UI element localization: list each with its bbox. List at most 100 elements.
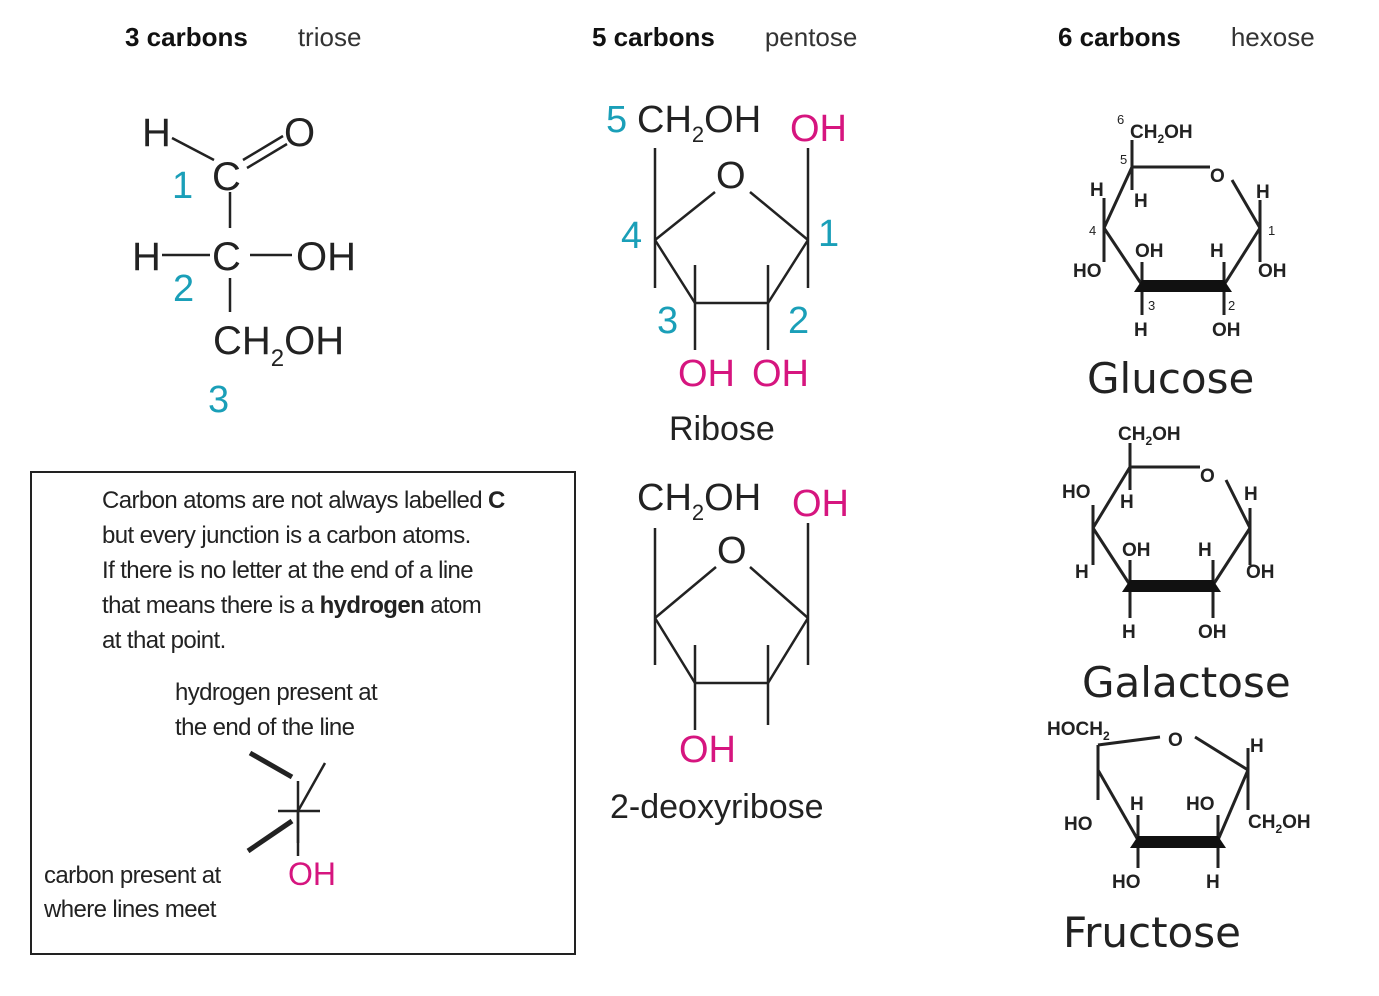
triose-num-3: 3 [208, 379, 229, 421]
triose-o: O [284, 111, 315, 155]
header-triose-count: 3 carbons [125, 22, 248, 52]
callout-hydrogen-line-2: the end of the line [175, 714, 355, 741]
note-illustration: hydrogen present at the end of the line … [43, 679, 379, 923]
header-triose-name: triose [297, 22, 362, 52]
deoxyribose-name: 2-deoxyribose [610, 788, 824, 826]
fructose-ring-o: O [1168, 730, 1183, 751]
callout-carbon-line-1: carbon present at [44, 862, 222, 889]
deoxyribose-ring-o: O [717, 530, 747, 572]
header-pentose-count: 5 carbons [592, 22, 715, 52]
note-line-1-bold: C [488, 487, 505, 514]
glucose-c2: 2 [1228, 298, 1235, 313]
deoxyribose-structure [653, 523, 810, 730]
galactose-h4: H [1075, 562, 1089, 583]
glucose-name: Glucose [1087, 354, 1254, 403]
note-line-5: at that point. [102, 627, 226, 654]
deoxyribose-oh-top: OH [792, 483, 849, 525]
note-line-2: but every junction is a carbon atoms. [102, 522, 471, 549]
note-line-4b: atom [424, 592, 482, 619]
glucose-c1: 1 [1268, 223, 1275, 238]
ribose-num-5: 5 [606, 99, 627, 141]
triose-structure: H O C H C OH CH2OH 1 2 3 [132, 111, 356, 421]
triose-oh: OH [296, 235, 356, 279]
ribose-ring-o: O [716, 155, 746, 197]
galactose-h3: H [1122, 622, 1136, 643]
triose-h-top: H [142, 111, 171, 155]
glucose-ch2oh: CH2OH [1130, 122, 1193, 146]
ribose-oh-3: OH [678, 353, 735, 395]
header-pentose: 5 carbons pentose [592, 22, 857, 53]
glucose-h5: H [1134, 191, 1148, 212]
glucose-oh2: OH [1212, 320, 1241, 341]
deoxyribose-oh-3: OH [679, 729, 736, 771]
fructose-ch2oh: CH2OH [1248, 812, 1311, 836]
note-line-1: Carbon atoms are not always labelled [102, 487, 489, 514]
callout-hydrogen-line-1: hydrogen present at [175, 679, 378, 706]
ribose-structure [653, 148, 810, 350]
callout-carbon-line-2: where lines meet [43, 896, 217, 923]
fructose-ho4: HO [1112, 872, 1141, 893]
galactose-h5: H [1120, 492, 1134, 513]
galactose-structure: CH2OH O HO H H H OH H OH H OH Galactose [1062, 424, 1291, 707]
galactose-oh2: OH [1198, 622, 1227, 643]
note-line-4-bold: hydrogen [319, 592, 425, 619]
pointer-carbon [246, 818, 294, 854]
deoxyribose-ch2oh: CH2OH [637, 477, 761, 525]
glucose-c6: 6 [1117, 112, 1124, 127]
note-oh: OH [288, 856, 336, 892]
glucose-oh1: OH [1258, 261, 1287, 282]
header-hexose-count: 6 carbons [1058, 22, 1181, 52]
galactose-ring-o: O [1200, 466, 1215, 487]
pointer-hydrogen [248, 750, 294, 780]
header-hexose: 6 carbons hexose [1058, 22, 1315, 53]
fructose-ho3: HO [1186, 794, 1215, 815]
galactose-h2: H [1198, 540, 1212, 561]
ribose-oh-2: OH [752, 353, 809, 395]
galactose-ho4: HO [1062, 482, 1091, 503]
glucose-h3: H [1134, 320, 1148, 341]
triose-h-mid: H [132, 235, 161, 279]
note-text: Carbon atoms are not always labelled C b… [102, 483, 572, 658]
galactose-oh3: OH [1122, 540, 1151, 561]
galactose-ch2oh: CH2OH [1118, 424, 1181, 448]
fructose-name: Fructose [1063, 908, 1241, 957]
triose-c2: C [212, 235, 241, 279]
glucose-h2: H [1210, 241, 1224, 262]
ribose-num-3: 3 [657, 300, 678, 342]
galactose-h1: H [1244, 484, 1258, 505]
glucose-structure: 6 CH2OH 5 O H H H 4 1 HO OH H OH 3 2 H O… [1073, 112, 1287, 403]
glucose-ring-o: O [1210, 166, 1225, 187]
fructose-hoch2: HOCH2 [1047, 719, 1110, 743]
fructose-h4: H [1130, 794, 1144, 815]
note-line-4a: that means there is a [102, 592, 320, 619]
fructose-h3: H [1206, 872, 1220, 893]
glucose-h-left: H [1090, 180, 1104, 201]
ribose-num-4: 4 [621, 215, 642, 257]
fructose-structure: HOCH2 O H HO H HO CH2OH HO H Fructose [1047, 719, 1311, 957]
header-pentose-name: pentose [764, 22, 858, 52]
note-line-3: If there is no letter at the end of a li… [102, 557, 474, 584]
glucose-oh3: OH [1135, 241, 1164, 262]
glucose-c4: 4 [1089, 223, 1096, 238]
glucose-c5: 5 [1120, 152, 1127, 167]
fructose-h: H [1250, 736, 1264, 757]
glucose-h1: H [1256, 182, 1270, 203]
galactose-oh1: OH [1246, 562, 1275, 583]
ribose-num-1: 1 [818, 213, 839, 255]
header-triose: 3 carbons triose [125, 22, 361, 53]
glucose-ho4: HO [1073, 261, 1102, 282]
ribose-ch2oh: CH2OH [637, 99, 761, 147]
triose-ch2oh: CH2OH [213, 319, 344, 372]
ribose-name: Ribose [669, 410, 775, 448]
triose-num-2: 2 [173, 268, 194, 310]
triose-num-1: 1 [172, 165, 193, 207]
triose-c1: C [212, 155, 241, 199]
fructose-ho-left: HO [1064, 814, 1093, 835]
ribose-num-2: 2 [788, 300, 809, 342]
galactose-name: Galactose [1082, 658, 1291, 707]
ribose-oh-top: OH [790, 108, 847, 150]
header-hexose-name: hexose [1230, 22, 1315, 52]
note-box: Carbon atoms are not always labelled C b… [30, 471, 576, 955]
glucose-c3: 3 [1148, 298, 1155, 313]
